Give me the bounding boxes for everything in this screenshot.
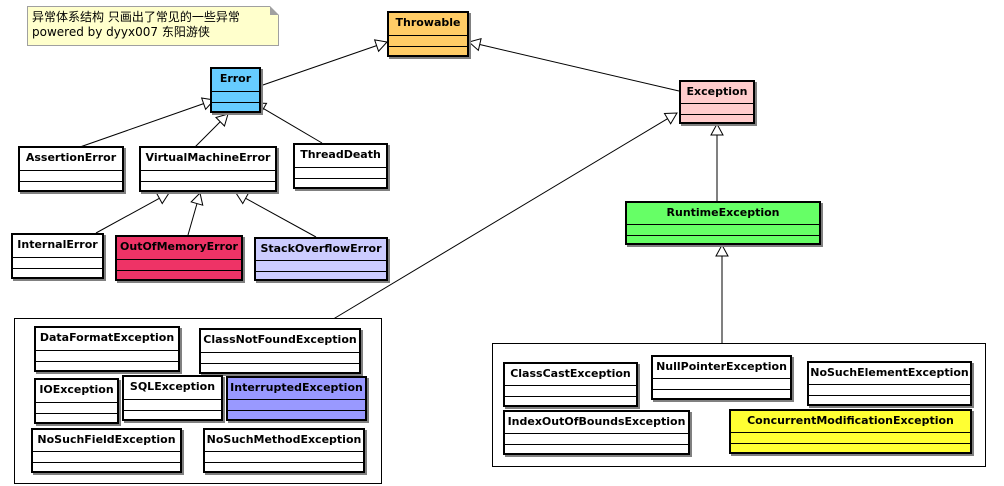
class-index-out-of-bounds-exception[interactable]: IndexOutOfBoundsException — [503, 410, 690, 455]
class-name: Throwable — [395, 16, 461, 29]
class-virtual-machine-error[interactable]: VirtualMachineError — [139, 146, 277, 192]
diagram-note: 异常体系结构 只画出了常见的一些异常 powered by dyyx007 东阳… — [27, 6, 279, 46]
inheritance-edge — [319, 118, 668, 328]
class-sql-exception[interactable]: SQLException — [122, 375, 223, 421]
class-name: SQLException — [129, 380, 216, 393]
class-name: NoSuchElementException — [810, 366, 969, 379]
class-out-of-memory-error[interactable]: OutOfMemoryError — [115, 235, 243, 281]
class-name: ClassNotFoundException — [203, 333, 357, 346]
class-name: InternalError — [17, 238, 98, 251]
class-name: ThreadDeath — [300, 148, 381, 161]
class-name: IOException — [39, 383, 114, 396]
class-no-such-field-exception[interactable]: NoSuchFieldException — [31, 428, 182, 473]
class-error[interactable]: Error — [210, 67, 261, 113]
class-name: ConcurrentModificationException — [747, 414, 954, 427]
class-name: InterruptedException — [230, 381, 363, 394]
class-stack-overflow-error[interactable]: StackOverflowError — [254, 237, 388, 281]
class-name: OutOfMemoryError — [120, 240, 238, 253]
class-name: DataFormatException — [39, 331, 175, 344]
class-name: StackOverflowError — [260, 242, 382, 255]
class-no-such-element-exception[interactable]: NoSuchElementException — [807, 361, 972, 406]
generalization-arrowhead — [710, 122, 724, 136]
class-name: IndexOutOfBoundsException — [507, 415, 686, 428]
generalization-arrowhead — [155, 192, 170, 205]
generalization-arrowhead — [467, 37, 482, 52]
class-name: NoSuchFieldException — [37, 433, 176, 446]
class-data-format-exception[interactable]: DataFormatException — [34, 326, 180, 372]
note-line-1: 异常体系结构 只画出了常见的一些异常 — [32, 10, 240, 24]
inheritance-edges — [79, 37, 729, 355]
class-name: NoSuchMethodException — [206, 433, 362, 446]
note-line-2: powered by dyyx007 东阳游侠 — [32, 25, 210, 39]
class-name: ClassCastException — [510, 367, 631, 380]
class-internal-error[interactable]: InternalError — [11, 233, 104, 279]
generalization-arrowhead — [215, 113, 229, 127]
inheritance-edge — [479, 44, 680, 92]
class-name: AssertionError — [25, 151, 117, 164]
class-name: NullPointerException — [656, 360, 787, 373]
generalization-arrowhead — [663, 112, 678, 125]
class-runtime-exception[interactable]: RuntimeException — [625, 201, 821, 245]
class-null-pointer-exception[interactable]: NullPointerException — [651, 355, 792, 400]
generalization-arrowhead — [190, 191, 204, 206]
class-class-not-found-exception[interactable]: ClassNotFoundException — [199, 328, 361, 374]
generalization-arrowhead — [715, 243, 729, 257]
class-io-exception[interactable]: IOException — [34, 378, 119, 424]
class-name: Error — [219, 72, 252, 85]
class-concurrent-modification-exception[interactable]: ConcurrentModificationException — [729, 409, 972, 454]
inheritance-edge — [95, 197, 160, 234]
class-class-cast-exception[interactable]: ClassCastException — [503, 362, 638, 407]
generalization-arrowhead — [373, 39, 388, 53]
inheritance-edge — [263, 108, 323, 144]
inheritance-edge — [259, 45, 377, 87]
class-no-such-method-exception[interactable]: NoSuchMethodException — [203, 428, 365, 473]
class-interrupted-exception[interactable]: InterruptedException — [226, 376, 367, 421]
class-name: RuntimeException — [666, 206, 780, 219]
generalization-arrowhead — [235, 192, 250, 205]
inheritance-edge — [194, 121, 221, 148]
class-exception[interactable]: Exception — [679, 80, 755, 124]
class-name: VirtualMachineError — [145, 151, 271, 164]
class-assertion-error[interactable]: AssertionError — [18, 146, 124, 192]
class-thread-death[interactable]: ThreadDeath — [293, 143, 388, 189]
class-name: Exception — [686, 85, 748, 98]
inheritance-edge — [187, 203, 198, 236]
inheritance-edge — [245, 197, 317, 238]
class-throwable[interactable]: Throwable — [387, 11, 469, 57]
inheritance-edge — [79, 103, 204, 148]
